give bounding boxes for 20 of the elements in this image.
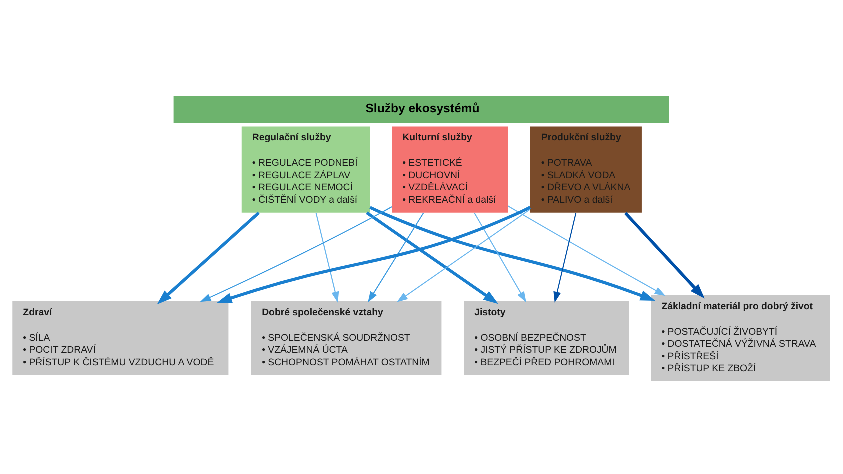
- arrow: [157, 212, 260, 305]
- arrow: [217, 206, 532, 304]
- node-box: Základní materiál pro dobrý život • POSTAČUJÍCÍ ŽIVOBYTÍ • DOSTATEČNÁ VÝŽIVNÁ STRAVA • PŘÍSTŘEŠÍ • PŘÍSTUP KE ZBOŽÍ: [651, 295, 830, 382]
- node-box: Zdraví • SÍLA • POCIT ZDRAVÍ • PŘÍSTUP K ČISTÉMU VZDUCHU A VODĚ: [12, 302, 229, 376]
- arrow: [508, 206, 666, 296]
- arrow: [200, 206, 392, 302]
- node-box: Kulturní služby • ESTETICKÉ • DUCHOVNÍ • VZDĚLÁVACÍ • REKREAČNÍ a další: [392, 126, 508, 213]
- arrow: [554, 213, 577, 303]
- arrow: [624, 212, 705, 299]
- node-box: Dobré společenské vztahy • SPOLEČENSKÁ SOUDRŽNOST • VZÁJEMNÁ ÚCTA • SCHOPNOST POMÁHAT OSTATNÍM: [251, 302, 442, 376]
- arrow: [368, 212, 424, 303]
- node-box: Jistoty • OSOBNÍ BEZPEČNOST • JISTÝ PŘÍSTUP KE ZDROJŮM • BEZPEČÍ PŘED POHROMAMI: [464, 302, 630, 376]
- arrow: [366, 212, 498, 304]
- arrow: [316, 213, 340, 303]
- node-box: Regulační služby • REGULACE PODNEBÍ • REGULACE ZÁPLAV • REGULACE NEMOCÍ • ČIŠTĚNÍ VODY a další: [242, 126, 370, 213]
- arrow: [370, 206, 656, 301]
- diagram-title: Služby ekosystémů: [366, 101, 480, 116]
- node-box: Produkční služby • POTRAVA • SLADKÁ VODA • DŘEVO A VLÁKNA • PALIVO a další: [530, 126, 642, 213]
- arrow: [474, 212, 526, 303]
- arrow: [397, 209, 531, 302]
